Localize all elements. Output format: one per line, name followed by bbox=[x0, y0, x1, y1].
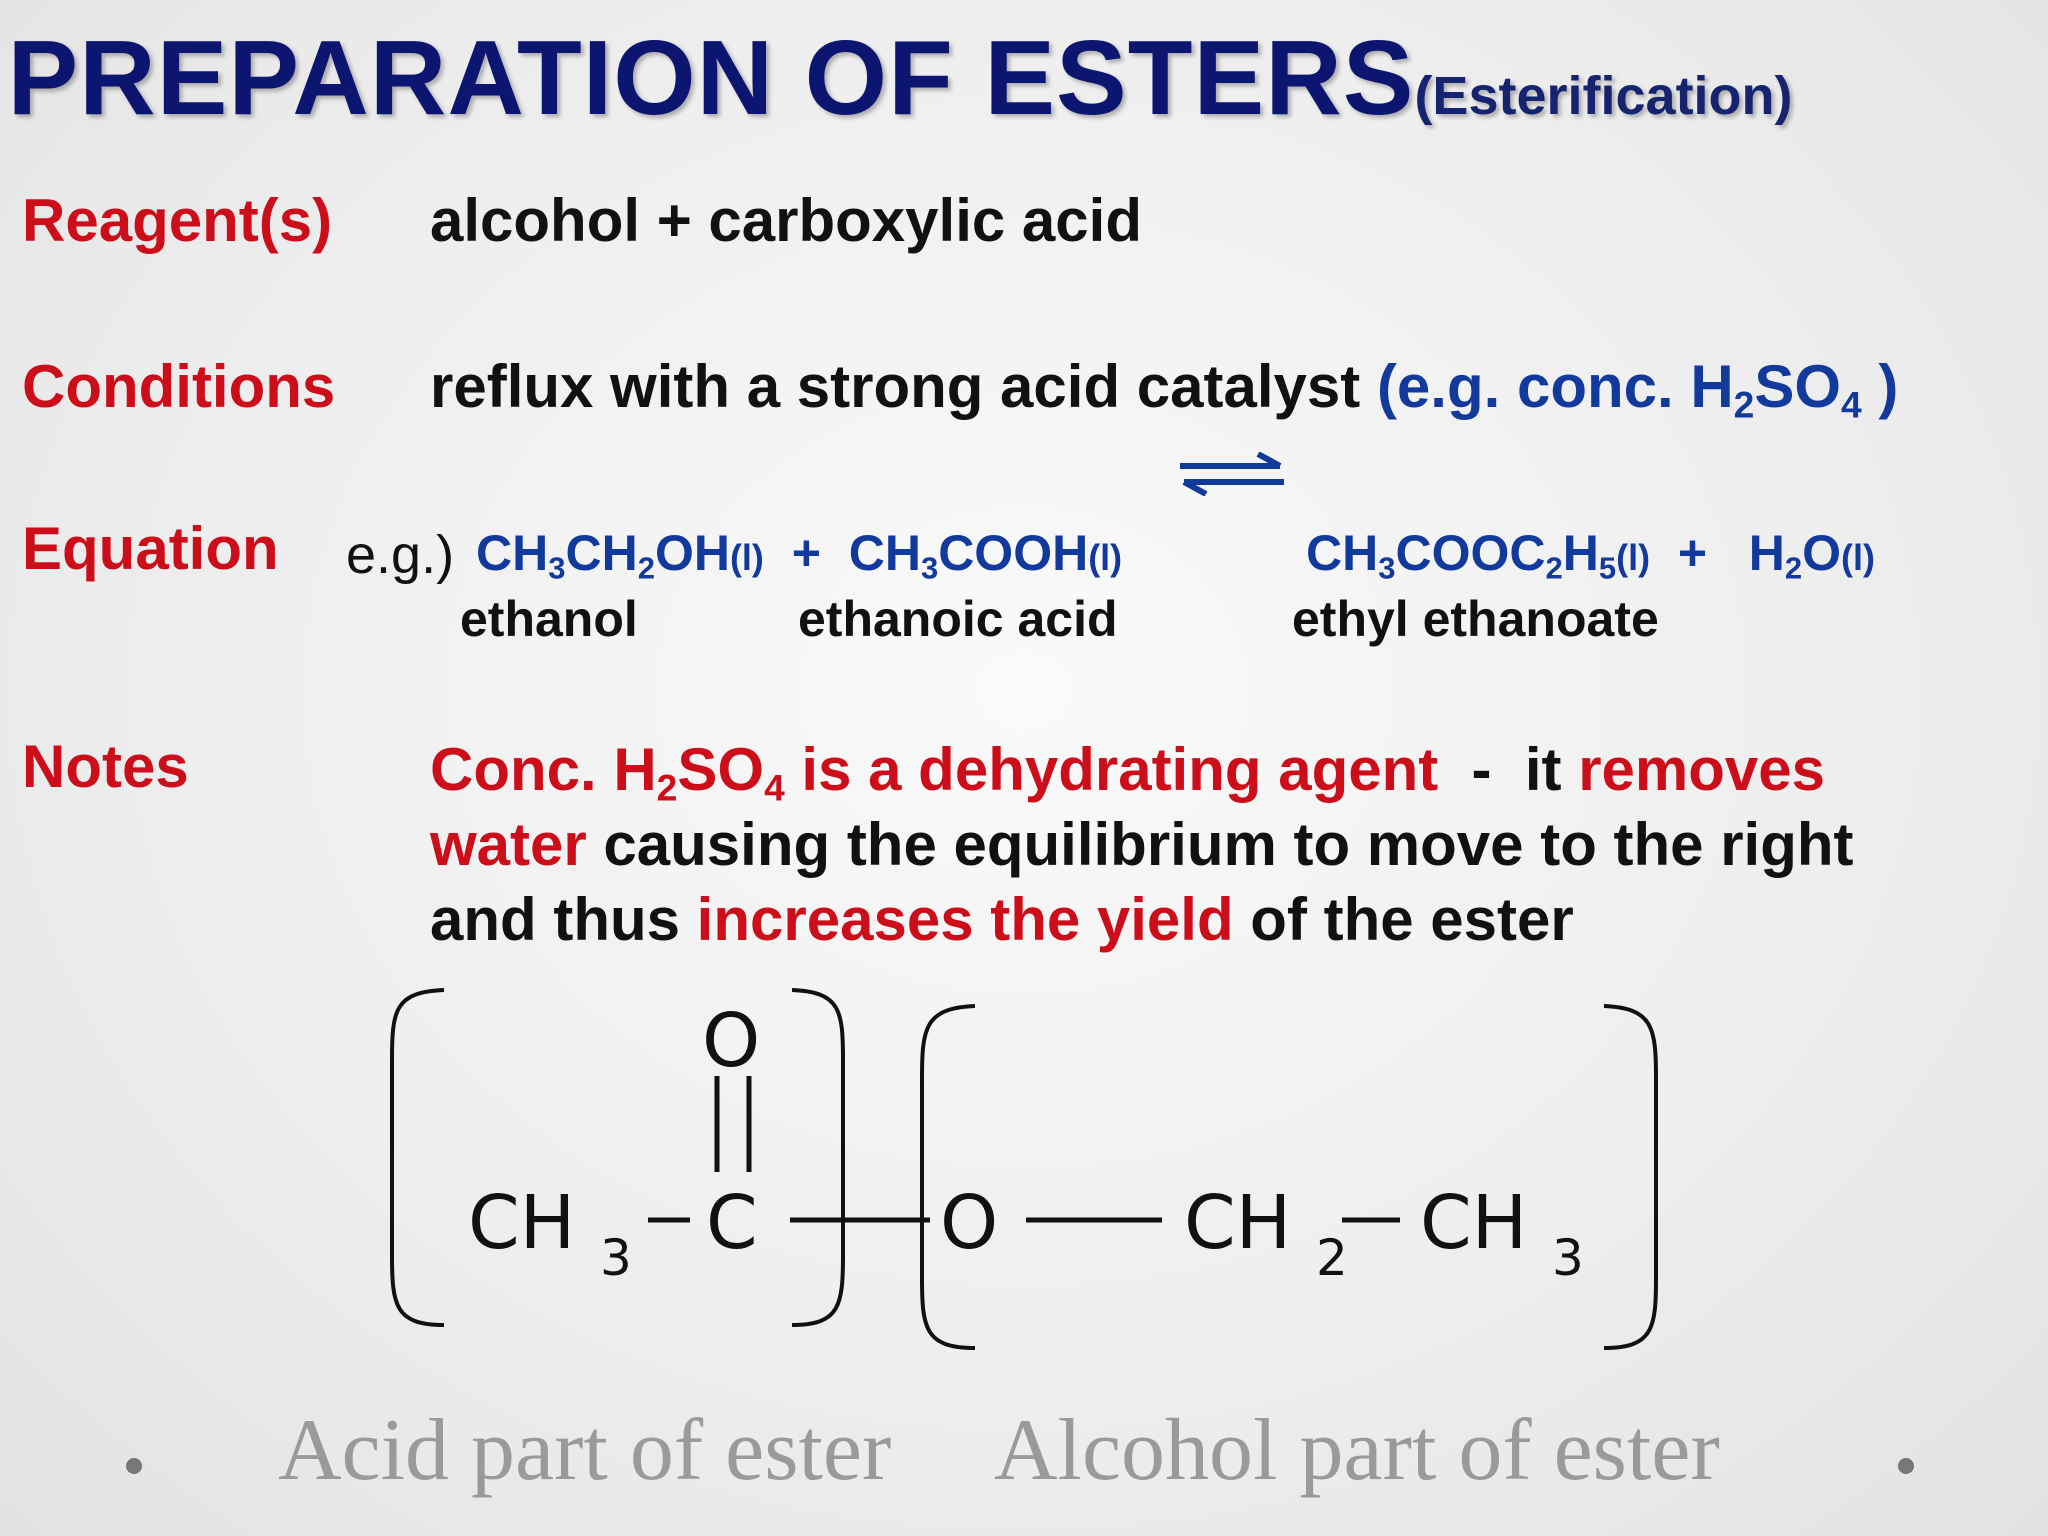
reactant-name-ethanoic-acid: ethanoic acid bbox=[798, 591, 1118, 647]
equation-label: Equation bbox=[22, 515, 279, 582]
reagents-text: alcohol + carboxylic acid bbox=[430, 187, 1142, 254]
product-name-ethyl-ethanoate: ethyl ethanoate bbox=[1292, 591, 1659, 647]
reactant-name-ethanol: ethanol bbox=[460, 591, 638, 647]
acid-part-bracket bbox=[390, 988, 445, 1327]
alcohol-part-bracket bbox=[920, 1004, 976, 1350]
notes-label: Notes bbox=[22, 733, 189, 800]
plus-sign: + bbox=[1677, 525, 1708, 581]
atom-ch2-sub: 2 bbox=[1316, 1229, 1348, 1287]
product-ethyl-ethanoate-formula: CH3COOC2H5(l) bbox=[1306, 525, 1651, 586]
ester-structure-diagram: CH 3 C O O CH 2 CH 3 bbox=[390, 988, 1658, 1350]
page-title: PREPARATION OF ESTERS(Esterification) bbox=[0, 18, 1800, 139]
plus-sign: + bbox=[791, 525, 821, 581]
reactant-ethanoic-acid-formula: CH3COOH(l) bbox=[848, 525, 1123, 586]
bullet-right-icon bbox=[1898, 1458, 1914, 1474]
notes-text: Conc. H2SO4 is a dehydrating agent - it … bbox=[430, 732, 1854, 957]
product-water-formula: H2O(l) bbox=[1748, 525, 1875, 586]
bullet-left-icon bbox=[126, 1458, 142, 1474]
equilibrium-arrow-icon bbox=[1180, 452, 1284, 496]
conditions-label: Conditions bbox=[22, 353, 336, 420]
notes-line-1: Conc. H2SO4 is a dehydrating agent - it … bbox=[430, 736, 1826, 809]
atom-carbonyl-c: C bbox=[706, 1180, 758, 1266]
atom-ester-o: O bbox=[940, 1180, 998, 1266]
reactant-ethanol-formula: CH3CH2OH(l) bbox=[476, 525, 764, 586]
alcohol-part-bracket-right bbox=[1603, 1004, 1658, 1350]
alcohol-part-caption: Alcohol part of ester bbox=[994, 1402, 1720, 1499]
conditions-line: reflux with a strong acid catalyst (e.g.… bbox=[430, 352, 1899, 426]
title-sub: (Esterification) bbox=[1414, 66, 1793, 126]
reagents-label: Reagent(s) bbox=[22, 187, 333, 254]
notes-line-3: and thus increases the yield of the este… bbox=[430, 886, 1574, 953]
equation-reactants: CH3CH2OH(l) + CH3COOH(l) bbox=[476, 524, 1123, 586]
atom-ch3-left-sub: 3 bbox=[600, 1229, 632, 1287]
catalyst-example: (e.g. conc. H2SO4 ) bbox=[1376, 353, 1899, 426]
atom-carbonyl-o: O bbox=[702, 998, 760, 1084]
atom-ch2: CH bbox=[1184, 1180, 1291, 1266]
notes-line-2: water causing the equilibrium to move to… bbox=[430, 811, 1854, 878]
atom-ch3-right-sub: 3 bbox=[1552, 1229, 1584, 1287]
title-main: PREPARATION OF ESTERS bbox=[7, 19, 1415, 137]
equation-eg: e.g.) bbox=[346, 525, 455, 585]
equation-products: CH3COOC2H5(l) + H2O(l) bbox=[1306, 524, 1875, 586]
conditions-text: reflux with a strong acid catalyst bbox=[430, 353, 1361, 420]
acid-part-bracket-right bbox=[791, 988, 845, 1327]
atom-ch3-right: CH bbox=[1420, 1180, 1527, 1266]
atom-ch3-left: CH bbox=[468, 1180, 575, 1266]
acid-part-caption: Acid part of ester bbox=[278, 1402, 892, 1499]
